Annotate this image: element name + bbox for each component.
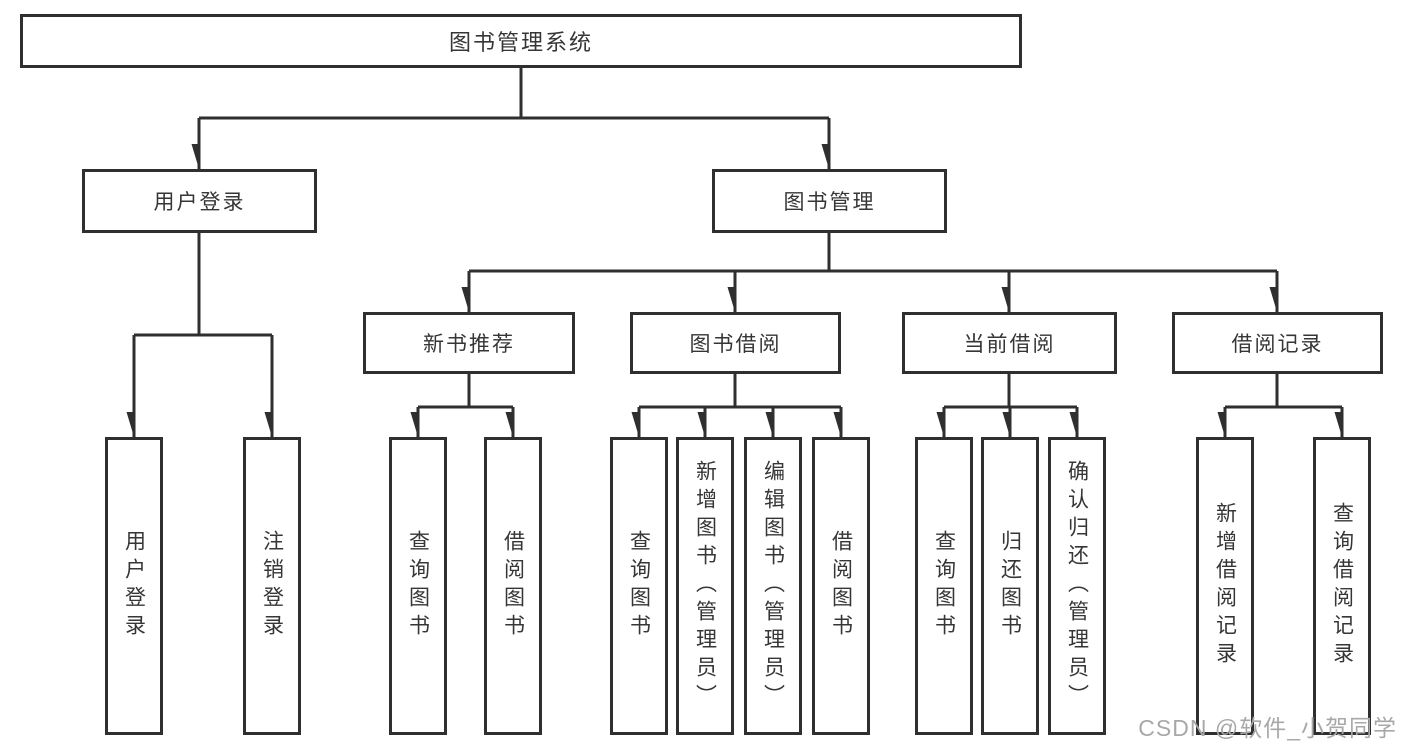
leaf-borrow-book-1-label: 借阅图书 <box>501 530 525 642</box>
leaf-confirm-return-admin: 确认归还（管理员） <box>1048 437 1106 735</box>
leaf-logout: 注销登录 <box>243 437 301 735</box>
leaf-borrow-book-2: 借阅图书 <box>812 437 870 735</box>
leaf-user-login: 用户登录 <box>105 437 163 735</box>
leaf-user-login-label: 用户登录 <box>122 530 146 642</box>
leaf-return-book: 归还图书 <box>981 437 1039 735</box>
leaf-query-book-1: 查询图书 <box>389 437 447 735</box>
leaf-add-borrow-record-label: 新增借阅记录 <box>1213 502 1237 670</box>
node-current-borrow-label: 当前借阅 <box>963 333 1056 356</box>
leaf-borrow-book-2-label: 借阅图书 <box>829 530 853 642</box>
node-book-management: 图书管理 <box>712 169 947 233</box>
leaf-query-book-3: 查询图书 <box>915 437 973 735</box>
node-new-book-recommend: 新书推荐 <box>363 312 575 374</box>
leaf-query-book-1-label: 查询图书 <box>406 530 430 642</box>
leaf-query-book-2-label: 查询图书 <box>627 530 651 642</box>
leaf-logout-label: 注销登录 <box>260 530 284 642</box>
node-user-login: 用户登录 <box>82 169 317 233</box>
node-book-borrow-label: 图书借阅 <box>689 333 782 356</box>
leaf-add-book-admin: 新增图书（管理员） <box>676 437 734 735</box>
leaf-add-book-admin-label: 新增图书（管理员） <box>693 460 717 712</box>
node-root: 图书管理系统 <box>20 14 1022 68</box>
leaf-return-book-label: 归还图书 <box>998 530 1022 642</box>
leaf-edit-book-admin-label: 编辑图书（管理员） <box>761 460 785 712</box>
leaf-query-borrow-record-label: 查询借阅记录 <box>1330 502 1354 670</box>
leaf-query-book-2: 查询图书 <box>610 437 668 735</box>
node-borrow-record: 借阅记录 <box>1172 312 1383 374</box>
node-borrow-record-label: 借阅记录 <box>1231 333 1324 356</box>
csdn-watermark: CSDN @软件_小贺同学 <box>1138 715 1397 741</box>
node-book-borrow: 图书借阅 <box>630 312 841 374</box>
node-root-label: 图书管理系统 <box>448 30 593 55</box>
leaf-borrow-book-1: 借阅图书 <box>484 437 542 735</box>
node-new-book-recommend-label: 新书推荐 <box>423 333 515 356</box>
leaf-confirm-return-admin-label: 确认归还（管理员） <box>1065 460 1089 712</box>
leaf-edit-book-admin: 编辑图书（管理员） <box>744 437 802 735</box>
leaf-add-borrow-record: 新增借阅记录 <box>1196 437 1254 735</box>
node-book-management-label: 图书管理 <box>783 191 876 214</box>
leaf-query-borrow-record: 查询借阅记录 <box>1313 437 1371 735</box>
node-user-login-label: 用户登录 <box>153 191 246 214</box>
leaf-query-book-3-label: 查询图书 <box>932 530 956 642</box>
node-current-borrow: 当前借阅 <box>902 312 1117 374</box>
